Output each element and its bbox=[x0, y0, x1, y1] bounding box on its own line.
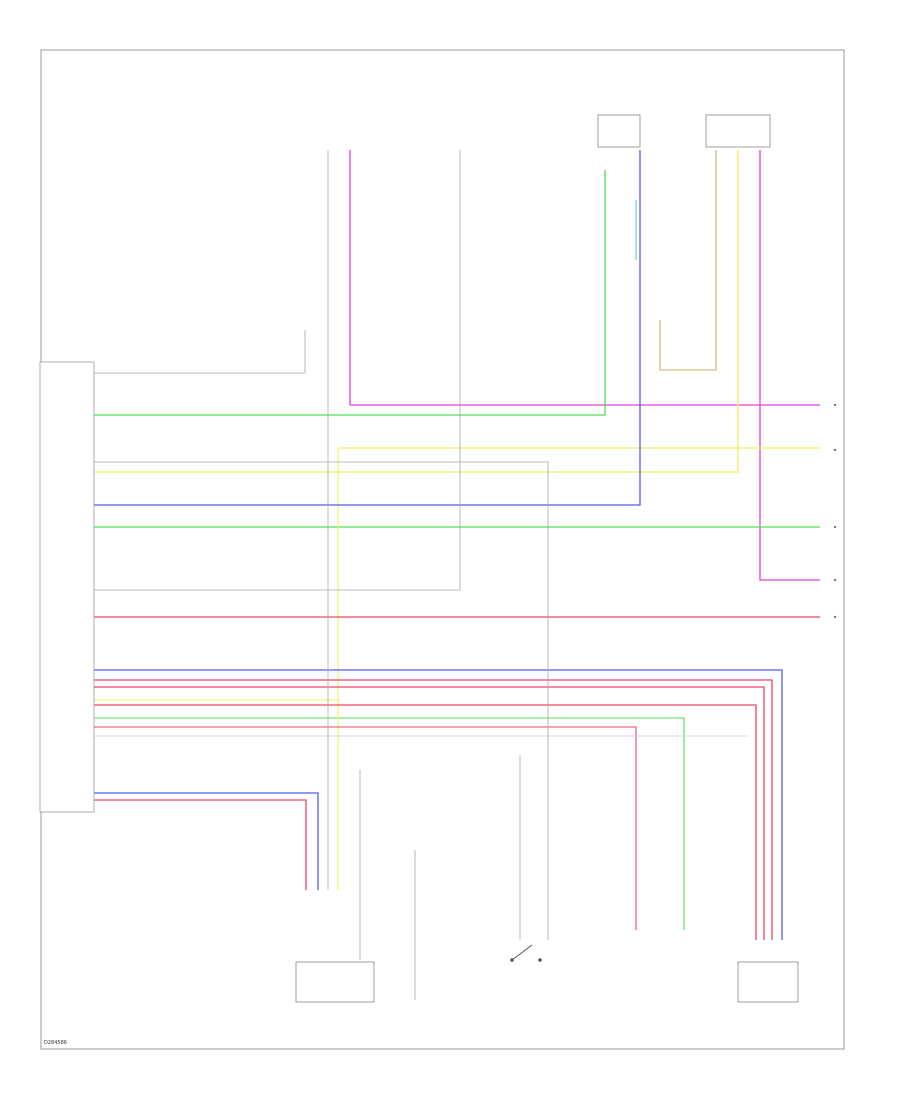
wire-blue-3 bbox=[93, 792, 319, 890]
wire-green-1 bbox=[93, 170, 606, 416]
bottom-module-2 bbox=[737, 961, 799, 1003]
switch-contact bbox=[511, 944, 533, 961]
wire-yellow-1 bbox=[93, 150, 739, 473]
wire-tan-1 bbox=[659, 150, 717, 371]
wire-red-6 bbox=[93, 799, 307, 890]
wire-red-3 bbox=[93, 686, 765, 940]
label-group: D284586 bbox=[44, 1040, 67, 1046]
wire-red-2 bbox=[93, 679, 773, 940]
diagram-id-label: D284586 bbox=[44, 1040, 67, 1046]
diagram-frame bbox=[40, 49, 845, 1050]
bottom-module-1 bbox=[295, 961, 375, 1003]
top-module-2 bbox=[705, 114, 771, 148]
wire-pink-2 bbox=[759, 150, 820, 581]
wire-green-3 bbox=[93, 717, 685, 930]
wire-gray-2 bbox=[93, 150, 461, 591]
top-module-1 bbox=[597, 114, 641, 148]
wire-blue-2 bbox=[93, 669, 783, 940]
wire-blue-1 bbox=[93, 150, 641, 506]
wire-pink-1 bbox=[349, 150, 820, 406]
wire-gray-3 bbox=[93, 330, 306, 374]
left-module-box bbox=[39, 361, 95, 813]
wire-group bbox=[93, 150, 820, 1000]
wire-red-4 bbox=[93, 704, 757, 940]
wire-red-5 bbox=[93, 726, 637, 930]
wire-gray-1 bbox=[93, 461, 549, 940]
component-group bbox=[39, 114, 837, 1003]
